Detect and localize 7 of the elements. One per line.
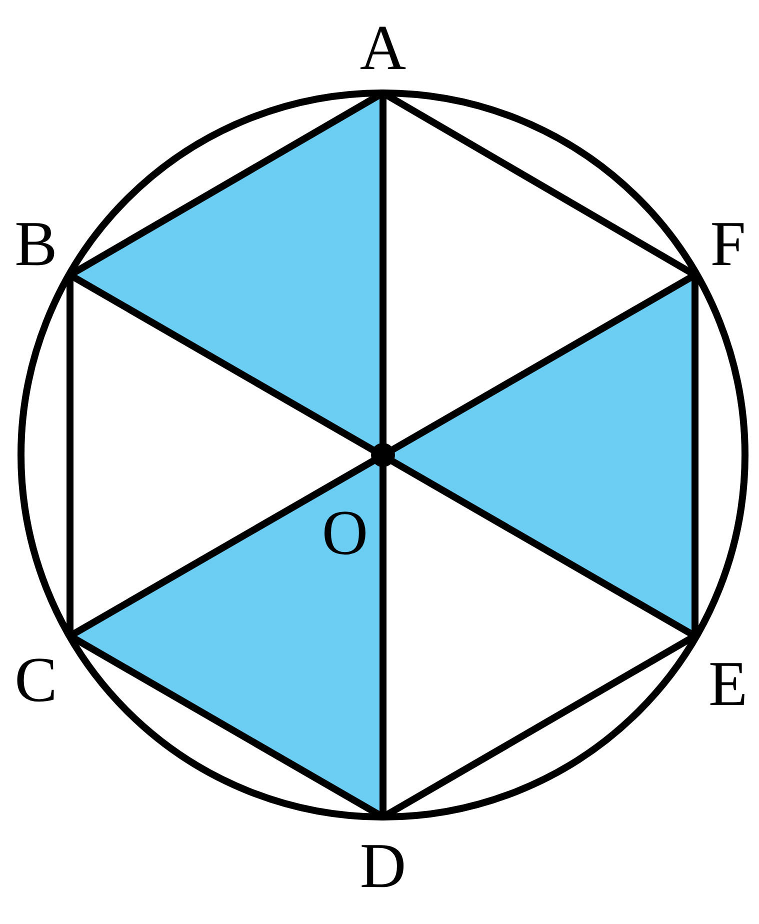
- point-label: A: [360, 16, 406, 80]
- point-label: B: [14, 212, 58, 276]
- point-label: E: [708, 652, 748, 716]
- point-label: D: [360, 834, 406, 898]
- point-label: F: [710, 212, 746, 276]
- point-label: C: [14, 648, 58, 712]
- point-label: O: [322, 501, 368, 565]
